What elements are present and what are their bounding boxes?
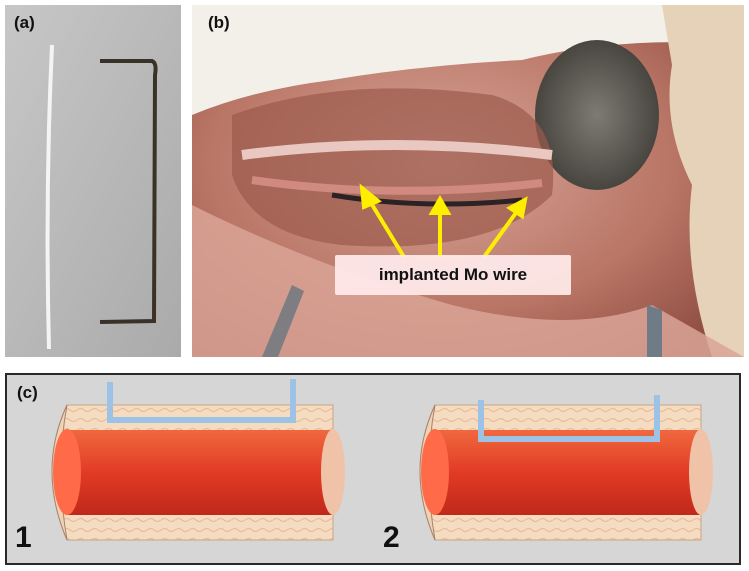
variant-2-label: 2 [383, 521, 400, 554]
yellow-arrows [359, 183, 528, 259]
implanted-wire-annotation: implanted Mo wire [335, 255, 571, 295]
panel-a-wire-photo: (a) [5, 5, 181, 357]
panel-c-schematic: (c) 1 2 [5, 373, 741, 565]
dark-organ [535, 40, 659, 190]
variant-1-label: 1 [15, 521, 32, 554]
implanted-wire-dark [331, 192, 523, 207]
wire-1 [107, 379, 296, 423]
vessel-schematic [51, 379, 713, 541]
vessel-2 [419, 395, 713, 541]
vessel-1 [51, 379, 345, 541]
surgery-photo-drawing [192, 5, 744, 357]
straight-wire [45, 44, 54, 350]
panel-b-label: (b) [208, 13, 230, 32]
bent-wire [99, 59, 158, 324]
panel-b-surgery-photo: (b) implanted Mo wire [192, 5, 744, 357]
wire-2 [478, 395, 660, 442]
panel-a-label: (a) [14, 13, 35, 32]
panel-c-label: (c) [17, 383, 38, 402]
wire-photo-drawing [5, 5, 181, 357]
